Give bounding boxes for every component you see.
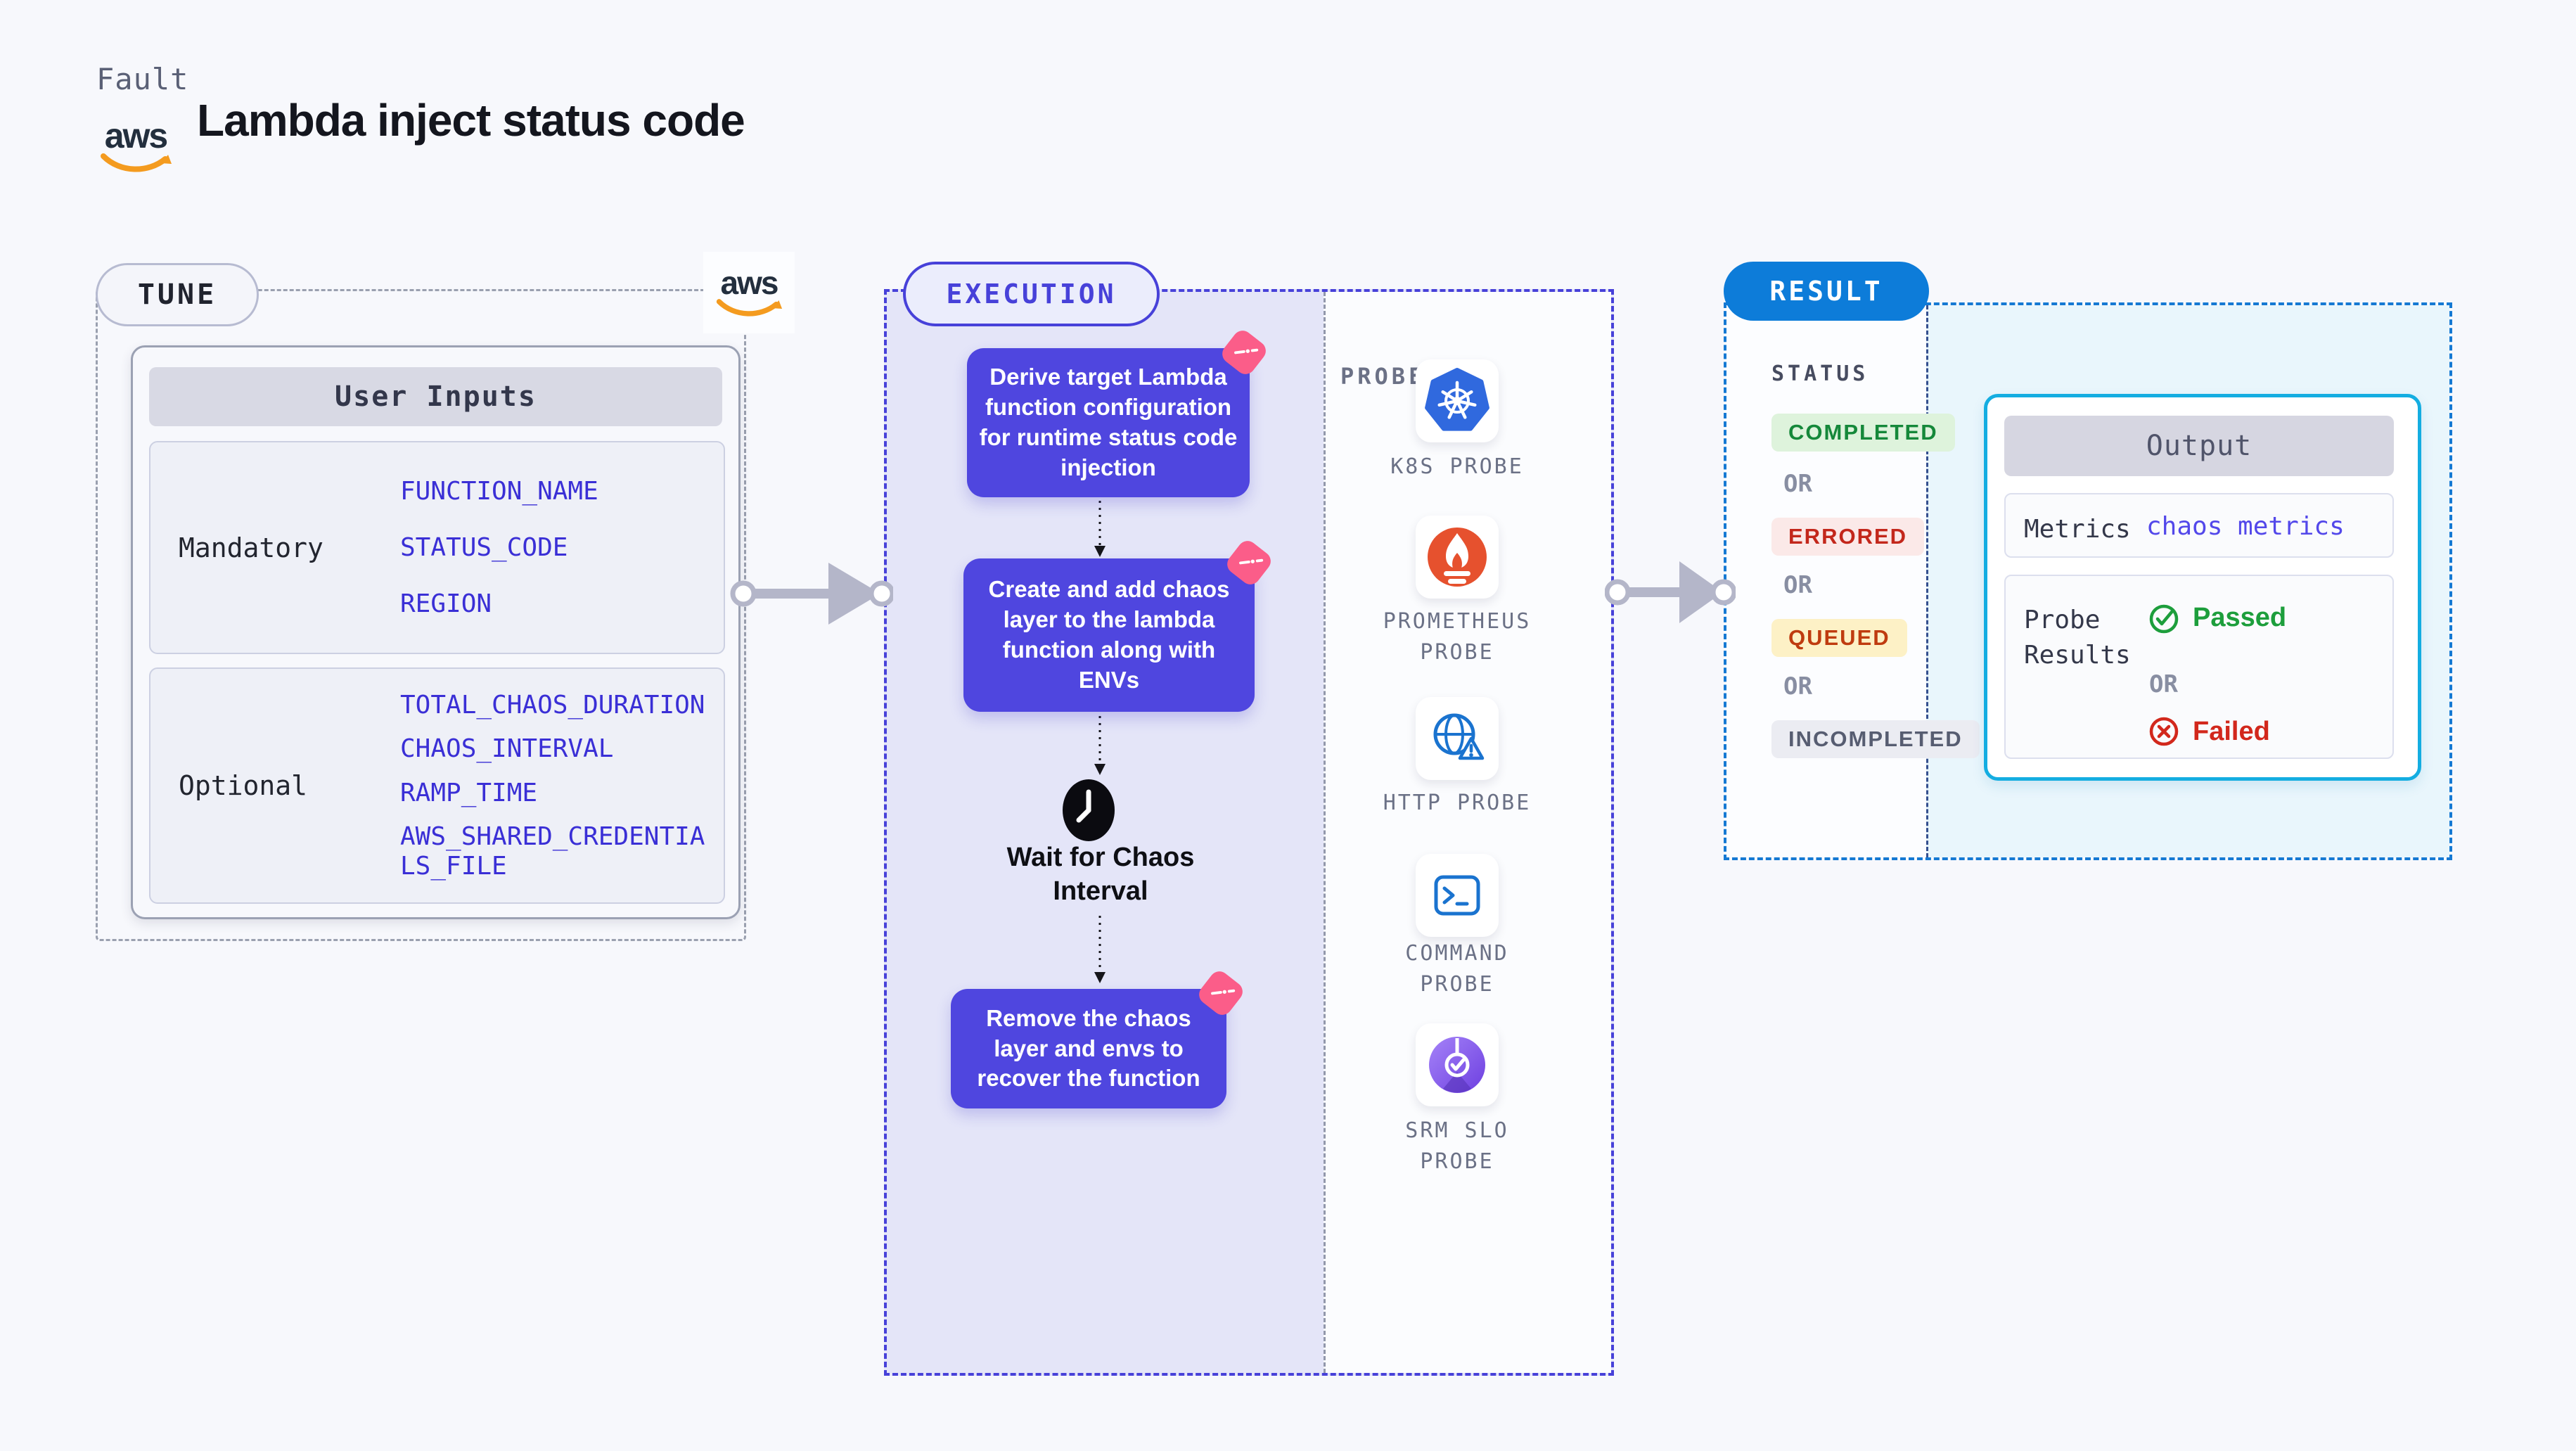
connector-arrow-icon [1094,716,1106,775]
status-title: STATUS [1771,362,1869,386]
aws-logo-text: aws [720,264,779,301]
env-field: REGION [400,589,492,618]
connector-arrow-icon [1094,916,1106,983]
env-field: FUNCTION_NAME [400,476,598,506]
probe-label: COMMAND PROBE [1405,941,1509,997]
failed-label: Failed [2193,716,2270,746]
srm-slo-probe-card [1416,1023,1499,1106]
metrics-label: Metrics [2024,515,2131,544]
x-circle-icon [2149,717,2179,746]
status-badge-completed: COMPLETED [1771,414,1955,452]
aws-logo-text: aws [104,116,169,155]
metrics-row: Metrics chaos metrics [2004,493,2394,558]
aws-logo: aws [96,118,175,174]
passed-label: Passed [2193,602,2287,632]
probe-label: PROMETHEUS PROBE [1383,609,1532,665]
or-separator: OR [1783,470,1812,498]
page-title: Lambda inject status code [197,95,745,146]
prometheus-probe-card [1416,516,1499,599]
user-inputs-title: User Inputs [149,367,722,426]
chaos-experiment-icon [1195,967,1247,1019]
env-field: AWS_SHARED_CREDENTIALS_FILE [400,822,705,881]
kubernetes-icon [1425,368,1489,431]
tune-aws-logo: aws [703,252,795,333]
env-field: STATUS_CODE [400,532,568,562]
srm-slo-icon [1429,1037,1485,1093]
connector-arrow-icon [1094,501,1106,557]
or-separator: OR [1783,571,1812,599]
tune-section-border [96,289,746,941]
probe-result-passed: Passed [2146,600,2286,635]
command-probe-card [1416,854,1499,937]
aws-smile-icon [716,299,783,317]
step-derive-config: Derive target Lambda function configurat… [967,326,1270,497]
step-text: Derive target Lambda function configurat… [979,364,1238,480]
k8s-probe-card [1416,359,1499,442]
env-field: RAMP_TIME [400,778,538,807]
step-text: Remove the chaos layer and envs to recov… [977,1004,1200,1092]
fault-kicker: Fault [96,62,189,96]
check-circle-icon [2149,604,2179,634]
prometheus-icon [1428,528,1487,587]
group-label: Optional [179,770,308,801]
flow-arrow-icon [730,563,893,625]
user-inputs-card: User Inputs Mandatory FUNCTION_NAME STAT… [131,345,741,919]
probe-results-label: Probe Results [2024,606,2131,670]
group-label: Mandatory [179,532,323,563]
probe-label: K8S PROBE [1390,454,1524,479]
result-badge: RESULT [1724,262,1929,321]
execution-badge: EXECUTION [903,262,1160,326]
chaos-experiment-icon [1218,326,1270,378]
probe-result-failed: Failed [2146,714,2270,749]
status-badge-incompleted: INCOMPLETED [1771,720,1980,758]
output-title: Output [2004,416,2394,476]
env-field: CHAOS_INTERVAL [400,734,614,764]
or-separator: OR [2149,670,2178,698]
optional-group: Optional TOTAL_CHAOS_DURATION CHAOS_INTE… [149,667,725,904]
flow-arrow-icon [1605,561,1736,623]
http-probe-card [1416,697,1499,780]
step-text: Create and add chaos layer to the lambda… [988,576,1230,693]
probe-label: HTTP PROBE [1383,791,1532,815]
probes-column [1324,292,1611,1373]
chaos-experiment-icon [1223,537,1275,589]
output-card: Output Metrics chaos metrics Probe Resul… [1984,394,2421,781]
or-separator: OR [1783,672,1812,701]
status-badge-errored: ERRORED [1771,518,1925,556]
clock-icon [1063,779,1115,841]
tune-badge: TUNE [96,263,259,326]
probe-label: SRM SLO PROBE [1405,1118,1509,1174]
mandatory-group: Mandatory FUNCTION_NAME STATUS_CODE REGI… [149,441,725,654]
step-add-chaos-layer: Create and add chaos layer to the lambda… [963,537,1275,712]
http-globe-icon [1433,713,1485,760]
command-terminal-icon [1434,875,1480,916]
env-field: TOTAL_CHAOS_DURATION [400,691,705,720]
wait-for-chaos-interval-label: Wait for Chaos Interval [1006,843,1195,906]
aws-smile-icon [101,153,172,172]
probe-results-row: Probe Results Passed OR Failed [2004,575,2394,759]
metrics-value: chaos metrics [2146,512,2345,541]
step-remove-chaos-layer: Remove the chaos layer and envs to recov… [951,967,1247,1108]
status-badge-queued: QUEUED [1771,619,1907,657]
